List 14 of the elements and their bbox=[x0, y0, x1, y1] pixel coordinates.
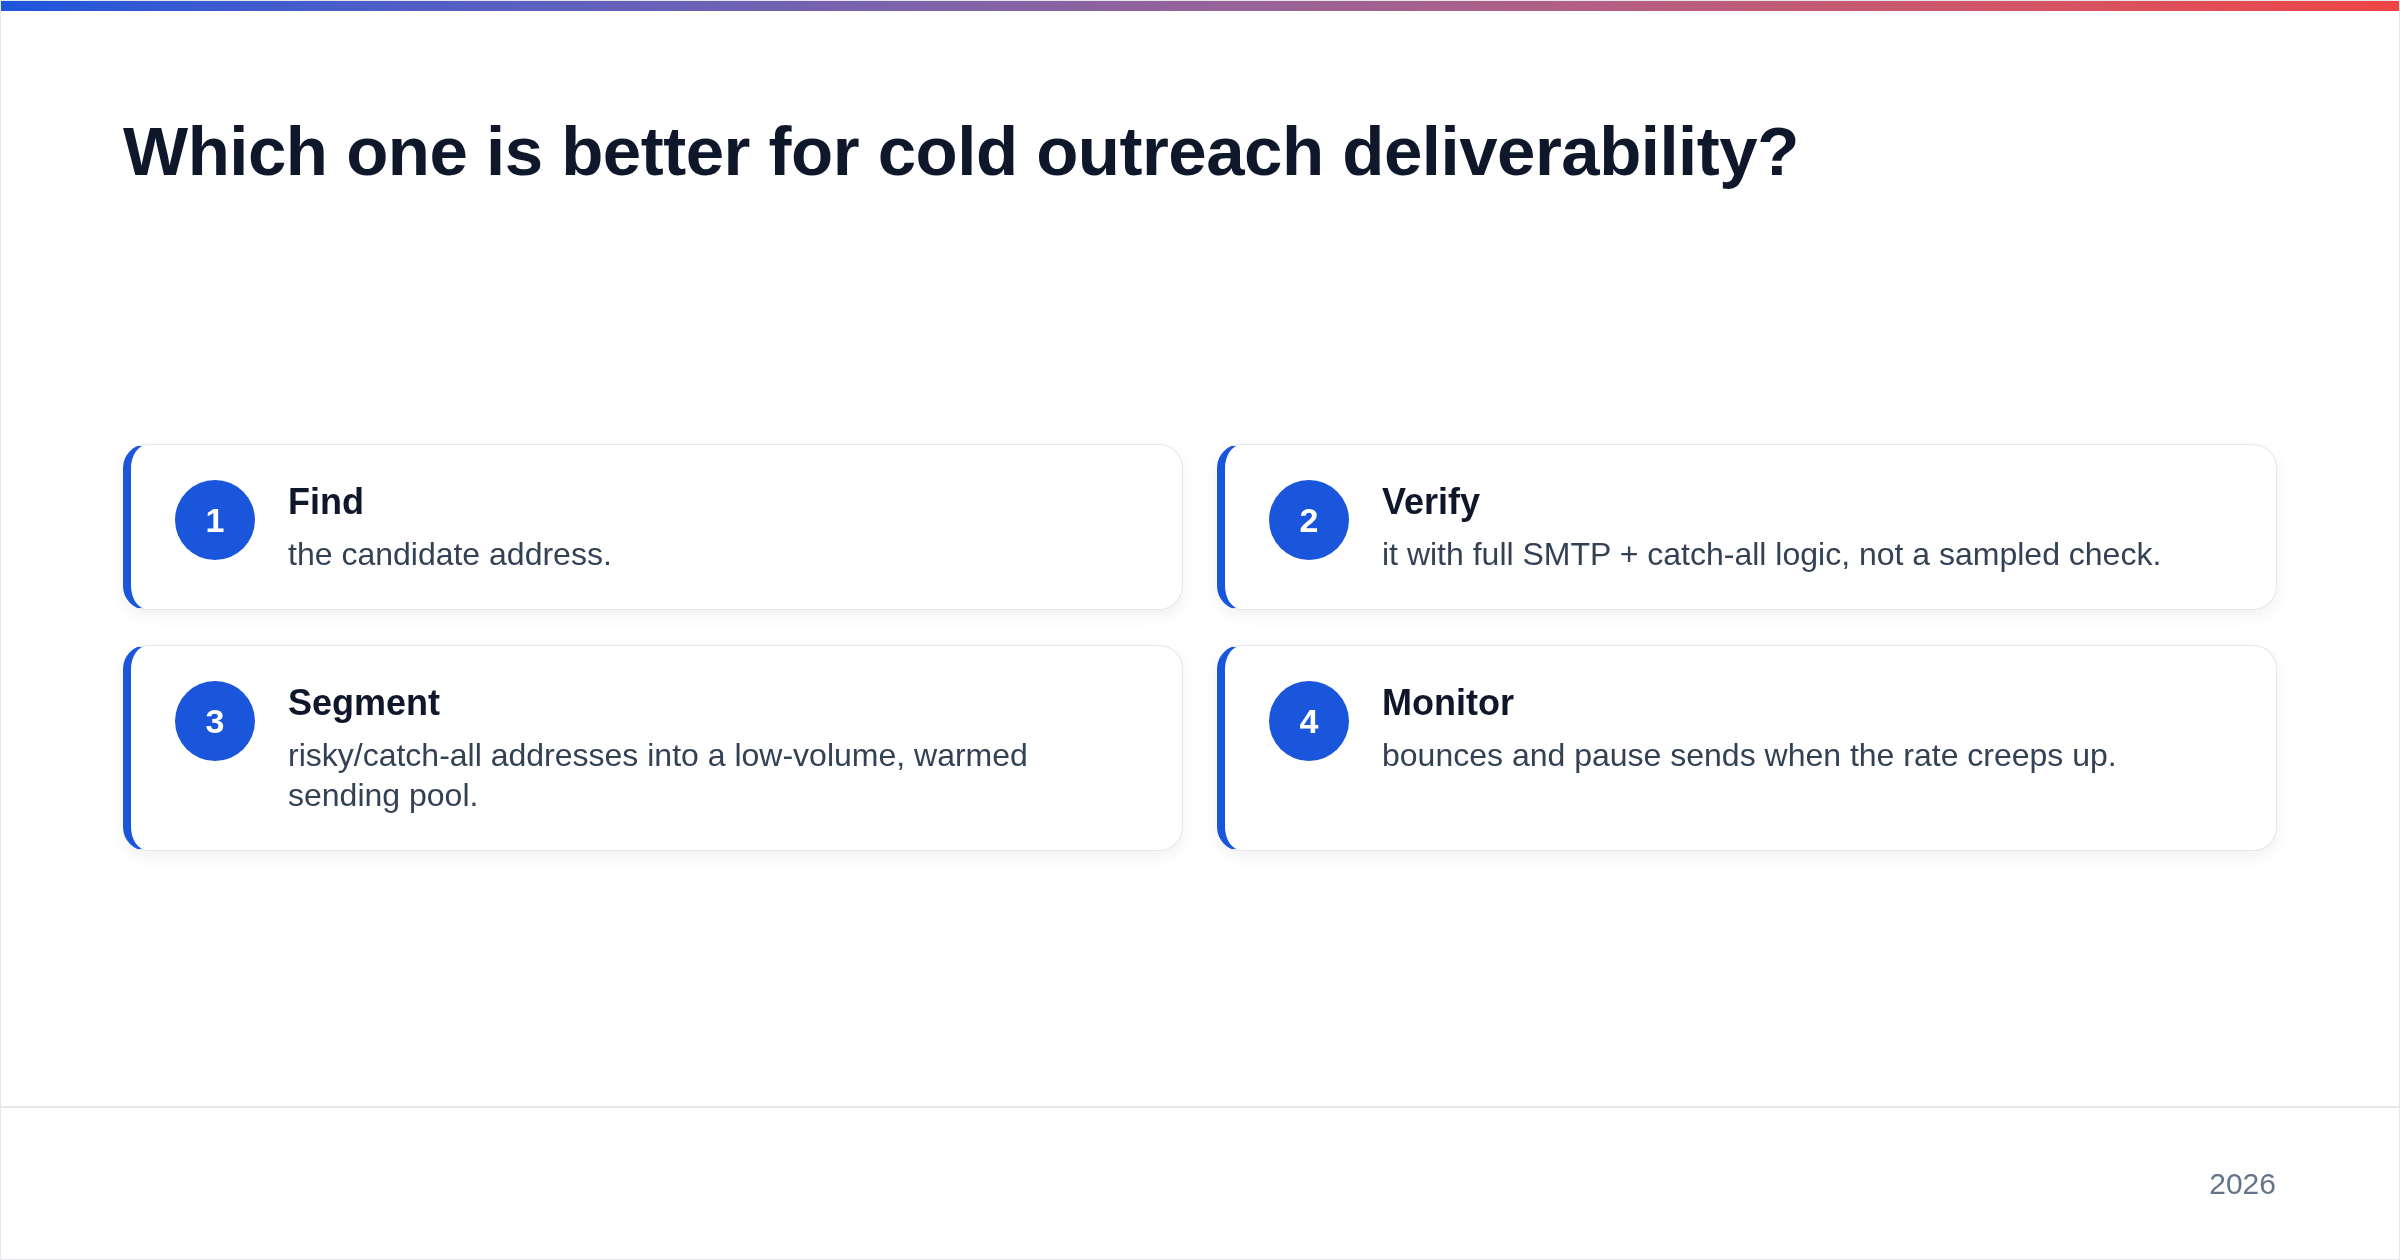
step-card bbox=[123, 444, 1183, 610]
page-title: Which one is better for cold outreach deliverability? bbox=[123, 112, 1799, 192]
step-title: Verify bbox=[1382, 480, 1482, 524]
step-title: Find bbox=[288, 480, 365, 524]
step-card bbox=[1217, 444, 2277, 610]
step-description: it with full SMTP + catch-all logic, not a sampled check. bbox=[1382, 535, 2162, 574]
step-description: risky/catch-all addresses into a low-volume, warmed sending pool. bbox=[288, 736, 1029, 815]
step-description: the candidate address. bbox=[288, 535, 612, 574]
step-card bbox=[1217, 645, 2277, 851]
year-label: 2026 bbox=[2209, 1166, 2276, 1202]
step-title: Segment bbox=[288, 681, 442, 725]
step-description: bounces and pause sends when the rate creeps up. bbox=[1382, 736, 2117, 775]
step-card bbox=[123, 645, 1183, 851]
step-title: Monitor bbox=[1382, 681, 1515, 725]
